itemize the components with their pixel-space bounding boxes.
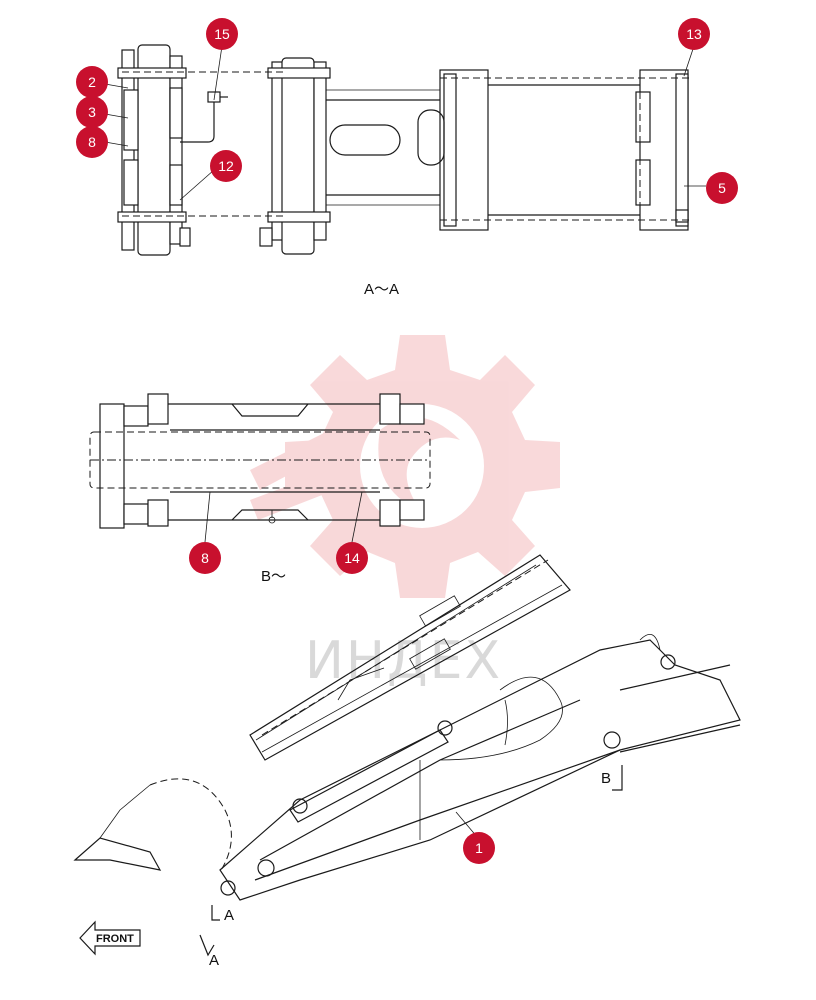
callout-5: 5: [706, 172, 738, 204]
callout-circle: [706, 172, 738, 204]
callout-12: 12: [210, 150, 242, 182]
boom-arm-drawing: [73, 554, 741, 957]
callout-circle: [76, 66, 108, 98]
section-b-label: B～: [261, 568, 286, 585]
callout-circle: [76, 126, 108, 158]
callout-14: 14: [336, 542, 368, 574]
callout-label: 5: [718, 180, 726, 196]
callout-circle: [189, 542, 221, 574]
callout-label: 12: [218, 158, 234, 174]
callout-label: 13: [686, 26, 702, 42]
callout-circle: [336, 542, 368, 574]
section-mark-a-lower: A: [209, 952, 219, 969]
watermark-gear-logo: [250, 335, 560, 598]
callout-15: 15: [206, 18, 238, 50]
callout-circle: [76, 96, 108, 128]
callout-label: 8: [88, 134, 96, 150]
section-aa-drawing: [117, 44, 690, 256]
callout-13: 13: [678, 18, 710, 50]
callout-circle: [678, 18, 710, 50]
callout-1: 1: [463, 832, 495, 864]
callout-circle: [210, 150, 242, 182]
callout-2: 2: [76, 66, 108, 98]
section-aa-label: A～A: [364, 281, 399, 298]
front-direction-arrow: FRONT: [79, 920, 141, 956]
callout-3: 3: [76, 96, 108, 128]
callout-label: 3: [88, 104, 96, 120]
callout-label: 15: [214, 26, 230, 42]
callout-circle: [463, 832, 495, 864]
callout-label: 8: [201, 550, 209, 566]
section-aa-leaders: [104, 45, 706, 201]
front-label: FRONT: [96, 933, 134, 945]
callout-8-top: 8: [76, 126, 108, 158]
callout-label: 14: [344, 550, 360, 566]
section-mark-a-upper: A: [224, 907, 234, 924]
section-b-drawing: [89, 393, 431, 529]
section-mark-b: B: [601, 770, 611, 787]
callout-8-middle: 8: [189, 542, 221, 574]
callout-label: 2: [88, 74, 96, 90]
callout-circle: [206, 18, 238, 50]
section-b-leaders: [204, 491, 363, 543]
callout-label: 1: [475, 840, 483, 856]
